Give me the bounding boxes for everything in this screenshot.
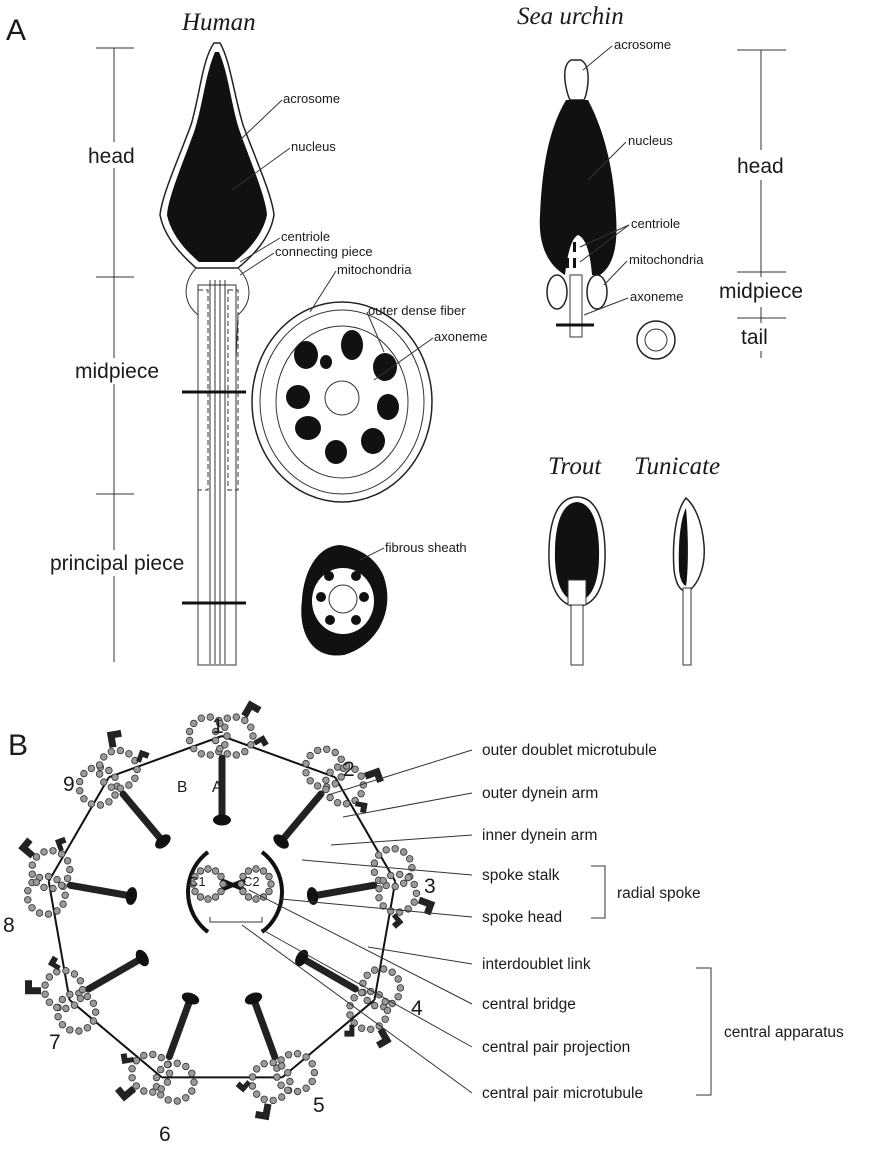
urchin-label-mitochondria: mitochondria	[629, 252, 704, 267]
callout-spoke-head: spoke head	[482, 909, 562, 926]
panel-a-label: A	[6, 14, 26, 47]
tunicate-sperm-drawing	[674, 498, 705, 665]
callout-central-pair-microtubule: central pair microtubule	[482, 1085, 643, 1102]
spoke-stalk	[70, 885, 131, 896]
spoke-stalk	[302, 958, 356, 989]
callout-inner-dynein-arm: inner dynein arm	[482, 827, 597, 844]
doublet-number-6: 6	[159, 1123, 171, 1146]
interdoublet-link	[109, 736, 222, 777]
inner-dynein-arm	[354, 801, 368, 813]
doublet-number-9: 9	[63, 773, 75, 796]
species-trout: Trout	[548, 453, 602, 480]
doublet-number-3: 3	[424, 875, 436, 898]
label-outer-dense-fiber: outer dense fiber	[368, 303, 466, 318]
spoke-stalk	[89, 958, 143, 989]
callout-central-bridge: central bridge	[482, 996, 576, 1013]
urchin-label-axoneme: axoneme	[630, 289, 683, 304]
trout-sperm-drawing	[549, 497, 605, 665]
interdoublet-link	[70, 1000, 162, 1077]
label-mitochondria: mitochondria	[337, 262, 412, 277]
central-label-c1: C1	[189, 874, 206, 889]
spoke-stalk	[123, 794, 163, 842]
radial-spokes	[70, 758, 373, 1057]
label-nucleus: nucleus	[291, 139, 336, 154]
spoke-stalk	[313, 885, 374, 896]
inner-dynein-arm	[121, 1052, 135, 1064]
doublet-number-1: 1	[212, 715, 224, 738]
outer-doublets	[18, 700, 435, 1120]
central-label-c2: C2	[243, 874, 260, 889]
spoke-stalk	[281, 794, 321, 842]
callout-outer-doublet-microtubule: outer doublet microtubule	[482, 742, 657, 759]
tubule-label-b: B	[177, 779, 187, 796]
doublet-number-5: 5	[313, 1094, 325, 1117]
callout-spoke-stalk: spoke stalk	[482, 867, 560, 884]
outer-doublet	[236, 1050, 318, 1120]
urchin-label-acrosome: acrosome	[614, 37, 671, 52]
species-sea-urchin: Sea urchin	[517, 3, 624, 30]
callout-radial-spoke: radial spoke	[617, 885, 701, 902]
label-centriole: centriole	[281, 229, 330, 244]
callout-interdoublet-link: interdoublet link	[482, 956, 591, 973]
outer-dynein-arm	[107, 730, 124, 748]
midpiece-cross-section	[252, 302, 432, 502]
panel-b-label: B	[8, 729, 28, 762]
doublet-number-2: 2	[343, 758, 355, 781]
spoke-stalk	[254, 999, 275, 1057]
urchin-region-head: head	[737, 155, 784, 178]
urchin-region-ruler	[716, 50, 806, 358]
outer-dynein-arm	[255, 1102, 272, 1120]
outer-doublet	[76, 730, 149, 808]
callout-central-apparatus: central apparatus	[724, 1024, 844, 1041]
tubule-label-a: A	[212, 779, 223, 796]
region-midpiece: midpiece	[75, 360, 159, 383]
species-human: Human	[181, 9, 256, 36]
sea-urchin-sperm-drawing	[540, 60, 675, 359]
outer-doublet	[25, 956, 99, 1035]
outer-dynein-arm	[372, 1028, 392, 1049]
region-principal-piece: principal piece	[50, 552, 184, 575]
axoneme-cross-section	[18, 700, 435, 1120]
spoke-head	[124, 886, 138, 906]
callout-central-pair-projection: central pair projection	[482, 1039, 630, 1056]
outer-dynein-arm	[115, 1081, 136, 1102]
callout-outer-dynein-arm: outer dynein arm	[482, 785, 598, 802]
spoke-stalk	[169, 999, 190, 1057]
label-axoneme: axoneme	[434, 329, 487, 344]
doublet-number-8: 8	[3, 914, 15, 937]
doublet-number-7: 7	[49, 1031, 61, 1054]
urchin-label-nucleus: nucleus	[628, 133, 673, 148]
region-head: head	[88, 145, 135, 168]
outer-doublet	[18, 837, 73, 918]
inner-dynein-arm	[48, 956, 63, 971]
label-acrosome: acrosome	[283, 91, 340, 106]
interdoublet-link	[49, 881, 70, 1000]
principal-piece-cross-section	[301, 545, 387, 656]
inner-dynein-arm	[344, 1025, 354, 1037]
species-tunicate: Tunicate	[634, 453, 720, 480]
outer-dynein-arm	[25, 980, 41, 994]
urchin-label-centriole: centriole	[631, 216, 680, 231]
urchin-region-tail: tail	[741, 326, 768, 349]
spoke-head	[213, 815, 231, 826]
label-connecting-piece: connecting piece	[275, 244, 373, 259]
urchin-region-midpiece: midpiece	[719, 280, 803, 303]
inner-dynein-arm	[236, 1077, 251, 1093]
label-fibrous-sheath: fibrous sheath	[385, 540, 467, 555]
